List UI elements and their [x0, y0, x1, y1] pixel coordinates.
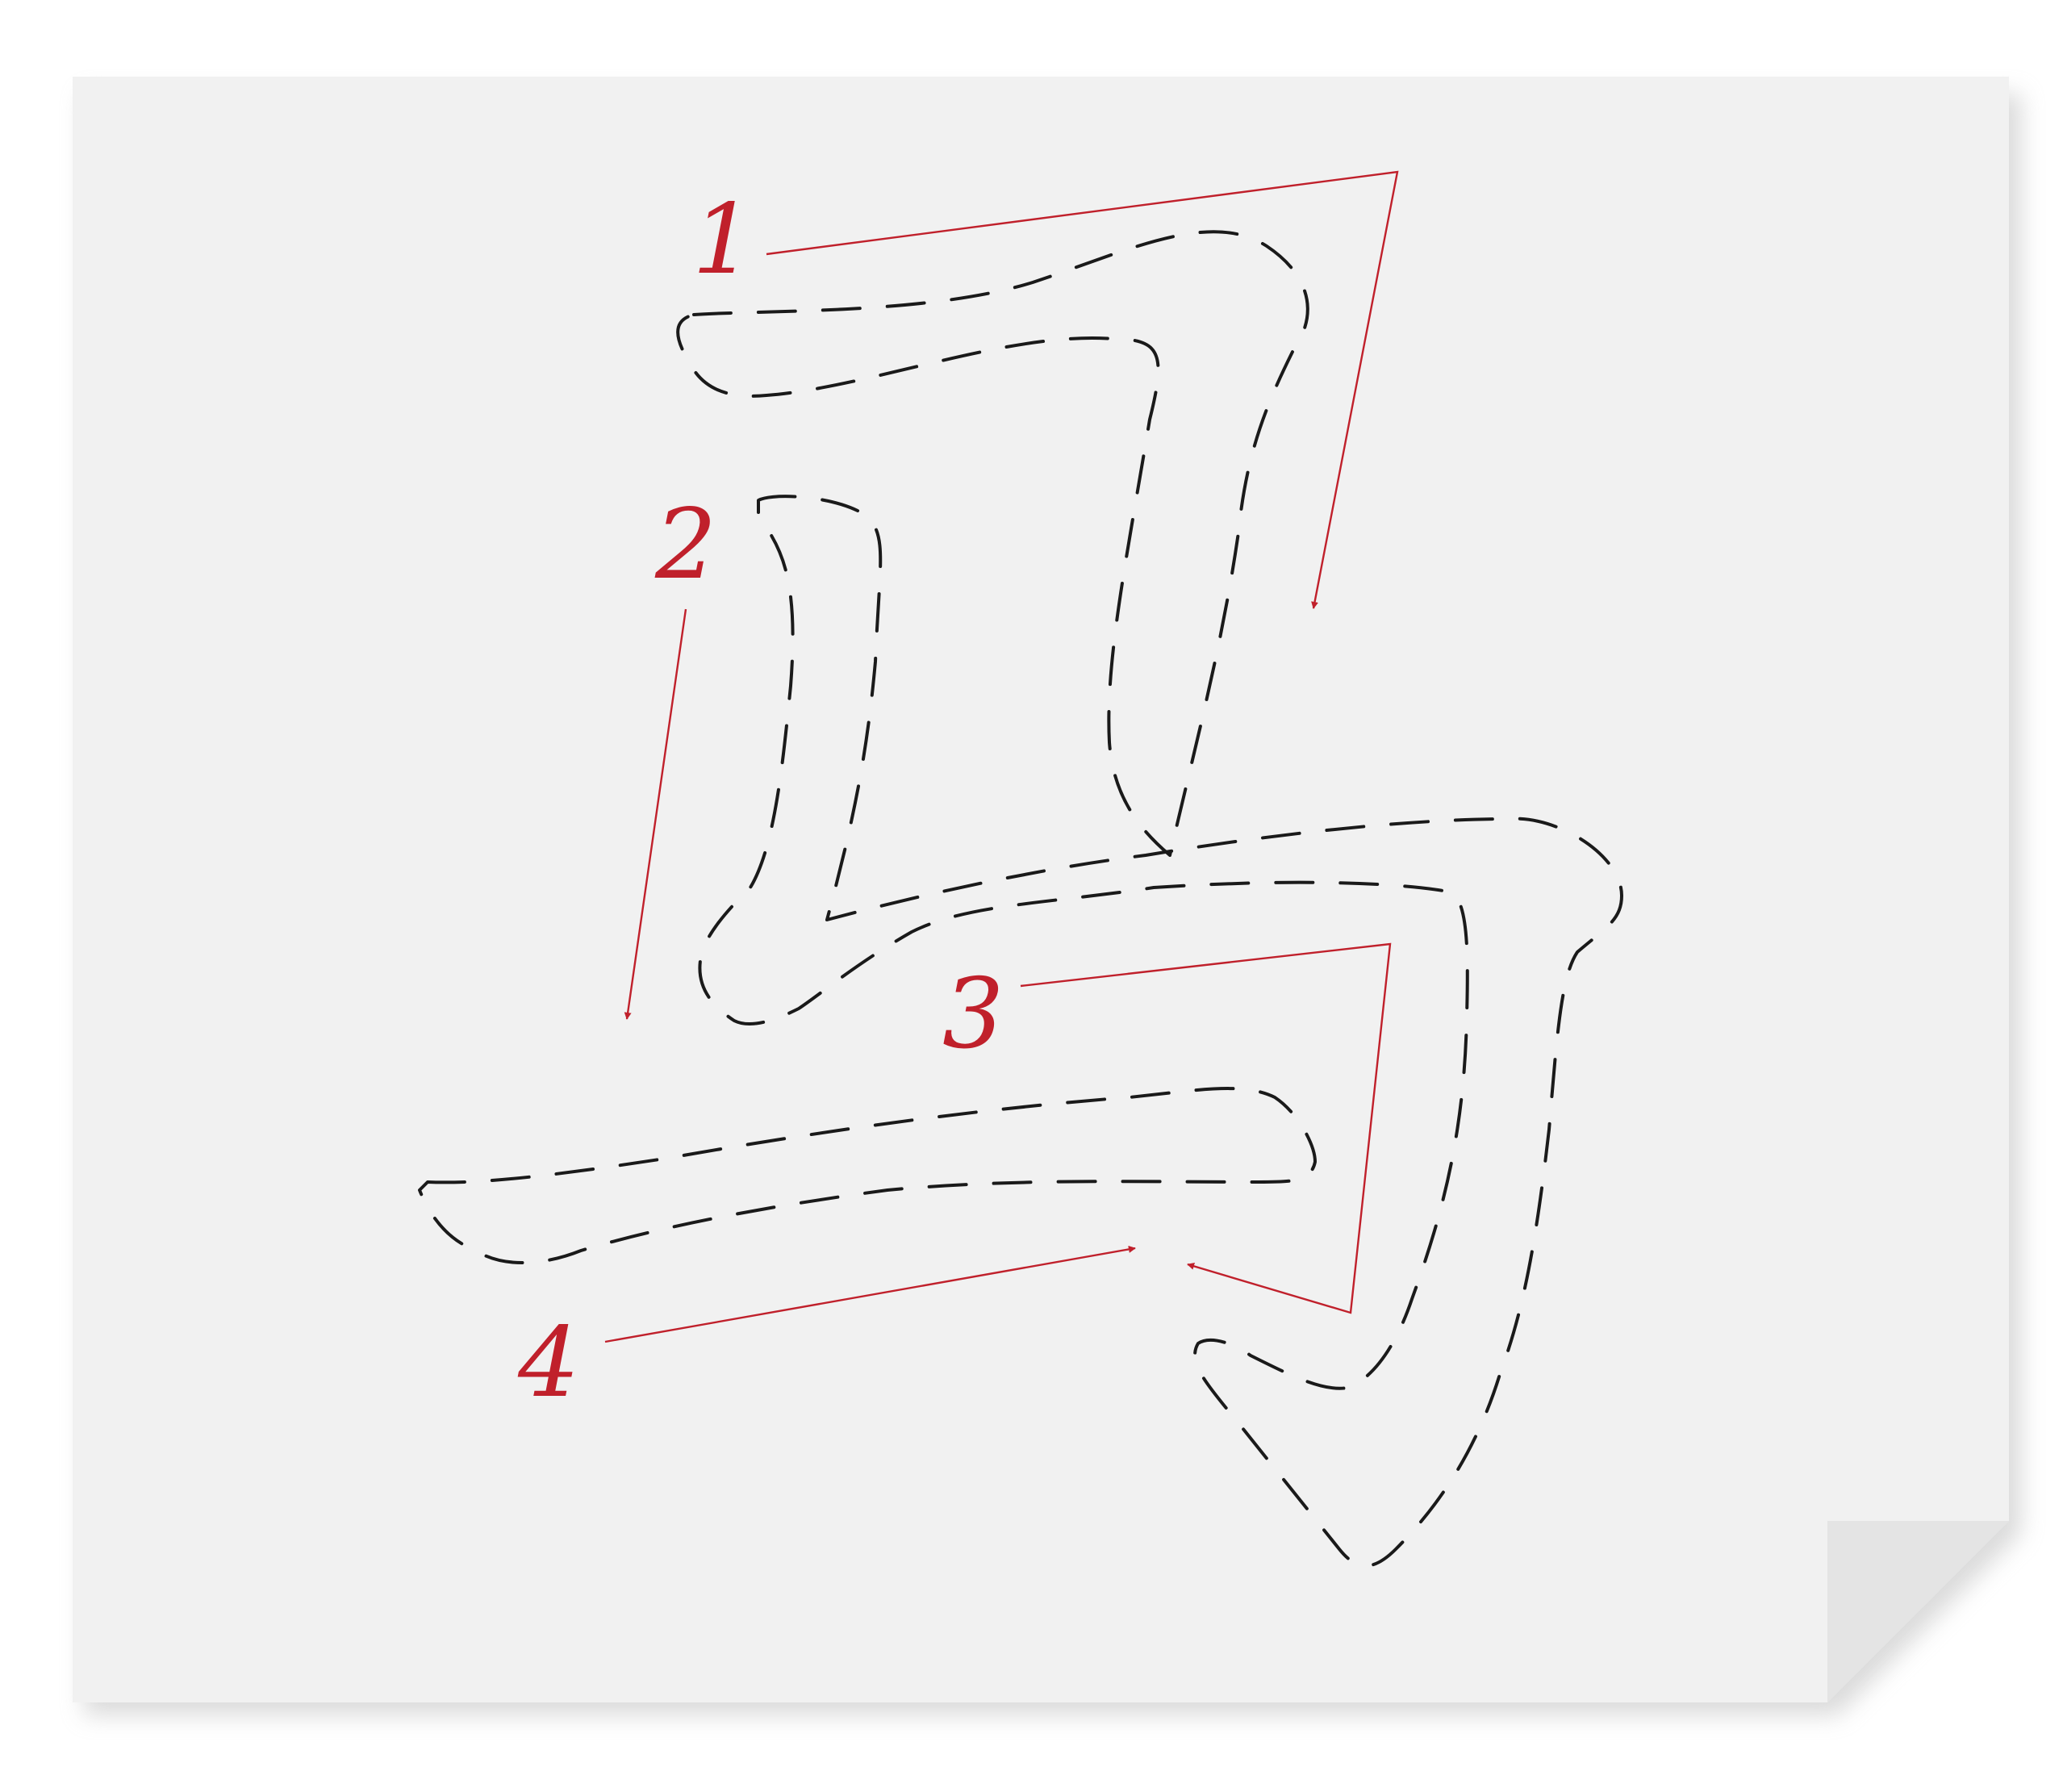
- stroke-numbers: 1 2 3 4: [517, 184, 1004, 1419]
- arrow-stroke-3: [1020, 942, 1392, 1314]
- arrow-stroke-1: [766, 170, 1399, 609]
- paper-sheet: [73, 77, 2021, 1715]
- outline-stroke-1: [676, 230, 1309, 857]
- arrow-stroke-2: [624, 608, 687, 1020]
- stroke-order-arrows: [604, 170, 1399, 1343]
- stroke-number-4: 4: [517, 1307, 579, 1419]
- stroke-number-2: 2: [654, 489, 716, 601]
- stroke-number-1: 1: [692, 184, 754, 296]
- glyph-outline: [418, 230, 1623, 1568]
- folded-corner: [1827, 1521, 2009, 1702]
- outline-stroke-2: [698, 495, 1623, 1568]
- outline-stroke-4: [418, 1087, 1317, 1264]
- arrow-stroke-4: [604, 1245, 1136, 1343]
- stroke-number-3: 3: [942, 959, 1004, 1071]
